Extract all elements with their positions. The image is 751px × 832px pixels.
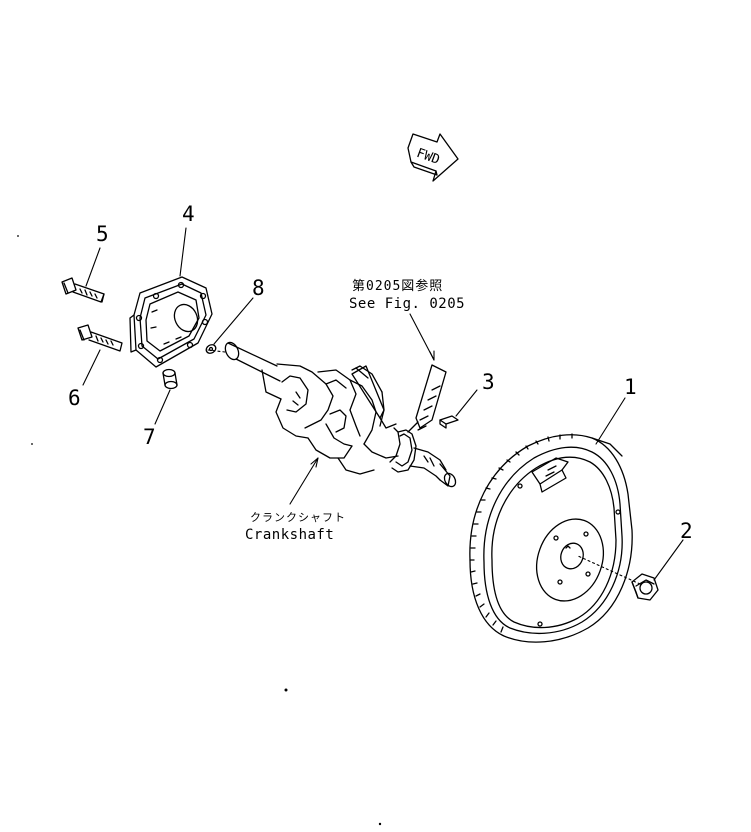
dowel-pin-part-7	[162, 368, 178, 390]
bolt-part-6	[77, 324, 123, 352]
leader-4	[179, 227, 187, 277]
callout-7: 7	[143, 425, 156, 449]
nut-part-2	[631, 573, 659, 601]
reference-bracket	[351, 364, 447, 433]
scan-specks	[17, 235, 382, 826]
callout-8: 8	[252, 276, 265, 300]
leader-6	[82, 349, 101, 386]
pin-part-8	[205, 344, 217, 354]
nut-axis-line	[577, 555, 641, 585]
callout-5: 5	[96, 222, 109, 246]
callout-2: 2	[680, 519, 693, 543]
callout-1: 1	[624, 375, 637, 399]
leader-3	[455, 389, 478, 417]
reference-note-japanese: 第0205図参照	[352, 279, 444, 294]
leader-1	[595, 397, 626, 445]
leader-7	[154, 389, 171, 425]
leader-5	[85, 247, 101, 287]
callout-6: 6	[68, 386, 81, 410]
crankshaft-label-english: Crankshaft	[245, 527, 335, 543]
crankshaft-drawing	[224, 341, 457, 488]
fwd-arrow-icon: FWD	[407, 133, 459, 182]
key-part-3	[439, 415, 459, 429]
callout-4: 4	[182, 202, 195, 226]
leader-2	[653, 539, 684, 581]
callout-3: 3	[482, 370, 495, 394]
reference-note-english: See Fig. 0205	[349, 296, 466, 312]
flywheel-part-1	[469, 433, 633, 643]
cover-plate-part-4	[129, 276, 213, 368]
bolt-part-5	[61, 277, 105, 303]
leader-lines	[82, 227, 684, 585]
leader-8	[213, 297, 254, 345]
crankshaft-label-japanese: クランクシャフト	[250, 511, 346, 524]
leader-crankshaft	[289, 457, 319, 505]
